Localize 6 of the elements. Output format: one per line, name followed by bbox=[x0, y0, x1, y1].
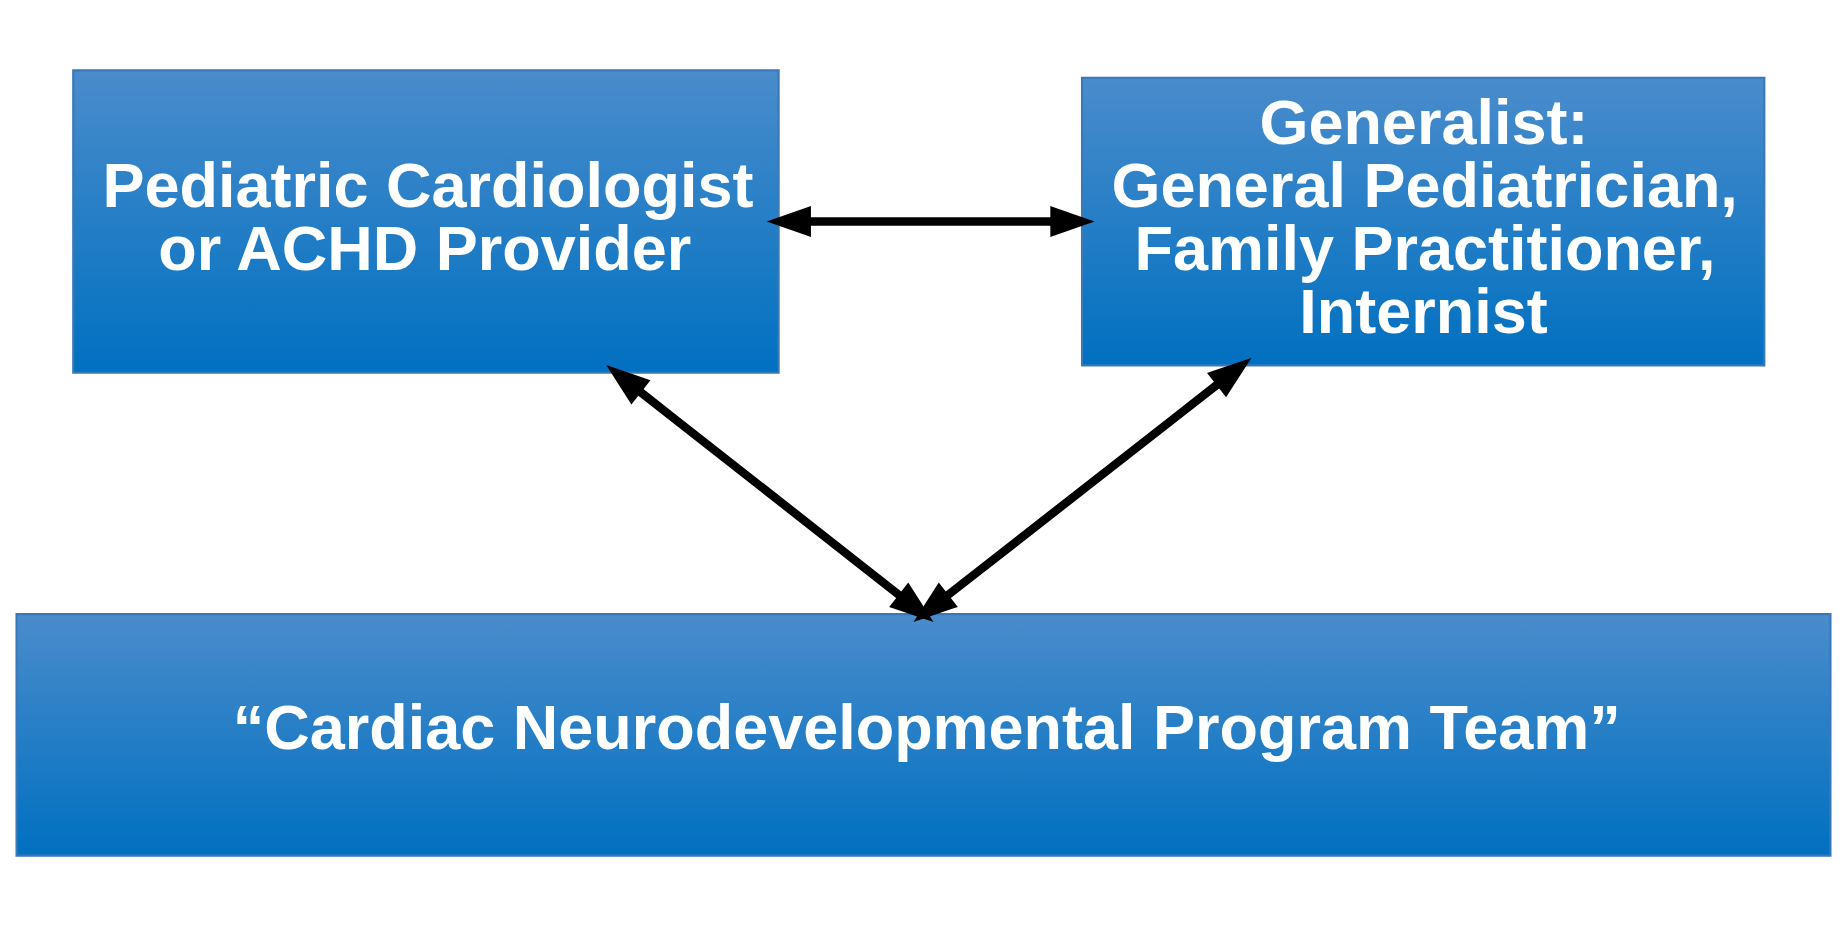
node-box: Pediatric Cardiologist or ACHD Provider bbox=[72, 68, 780, 374]
arrow bbox=[766, 205, 1095, 237]
node-box: Generalist: General Pediatrician, Family Practitioner, Internist bbox=[1080, 76, 1766, 366]
arrow bbox=[606, 364, 934, 622]
node-box: “Cardiac Neurodevelopmental Program Team” bbox=[15, 612, 1832, 857]
arrow bbox=[913, 357, 1252, 622]
